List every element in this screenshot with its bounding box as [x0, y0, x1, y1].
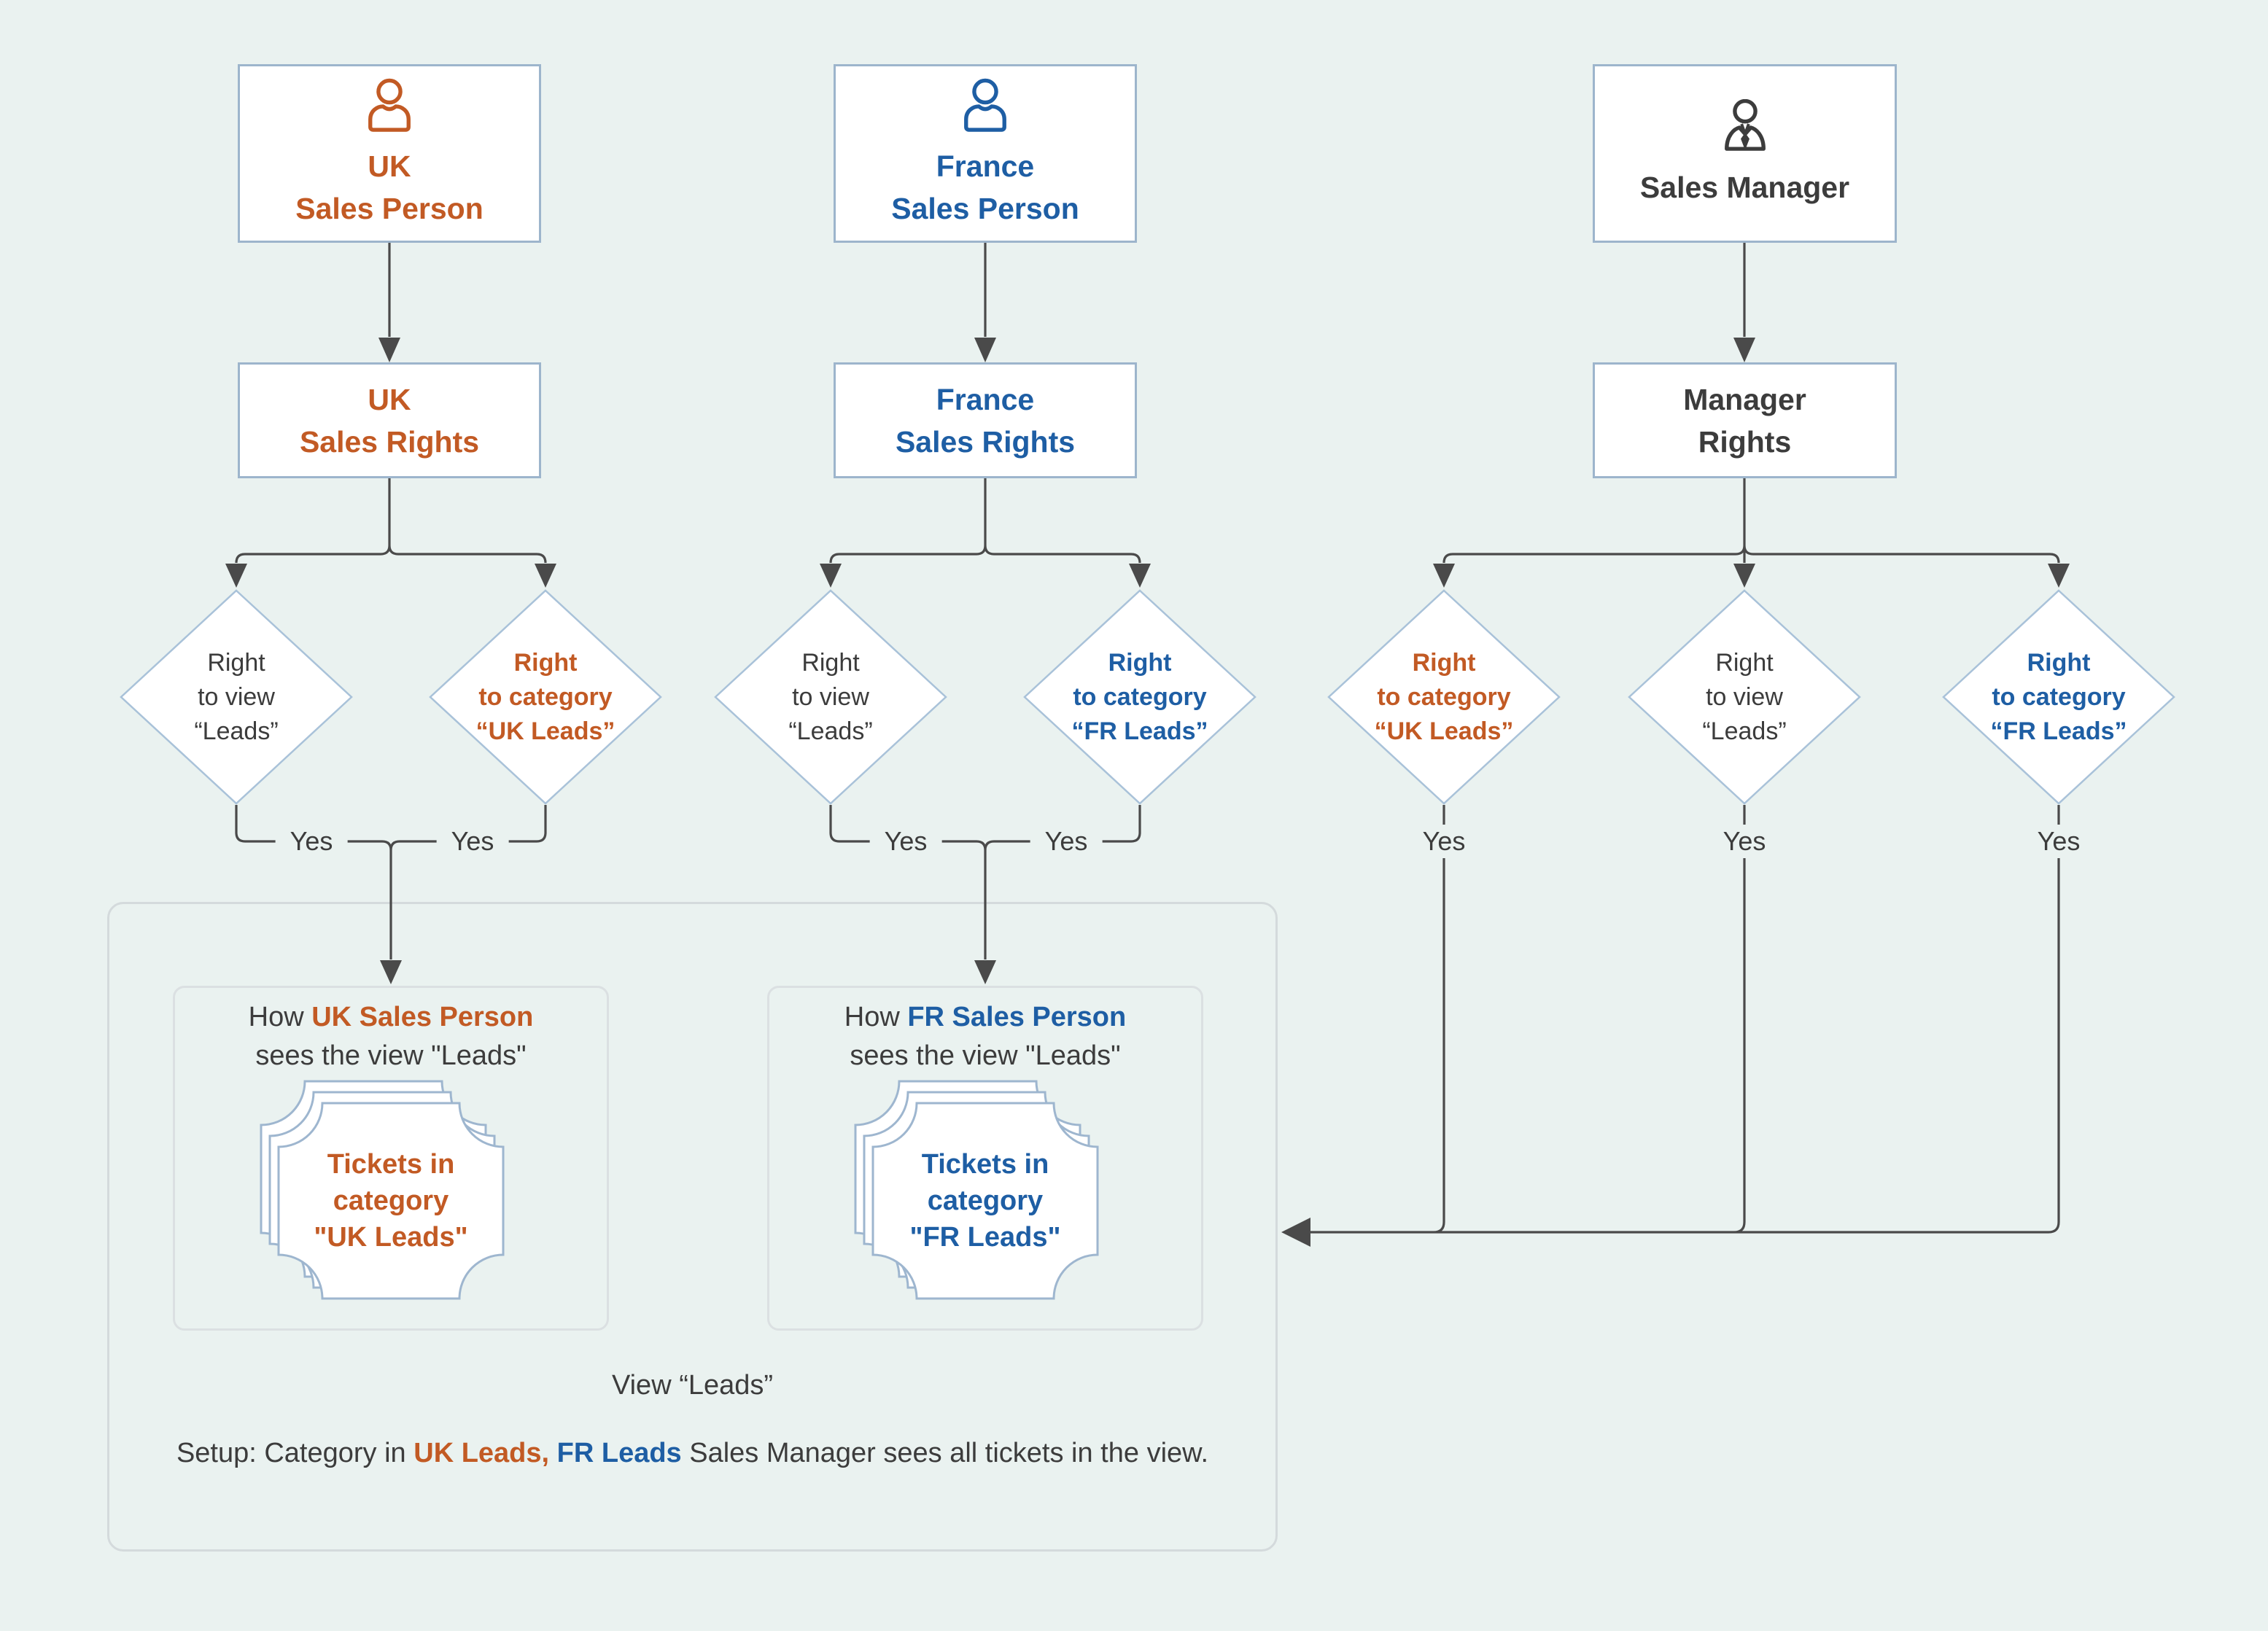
- yes-label: Yes: [1708, 825, 1781, 858]
- diamond-shape: [120, 589, 353, 805]
- node-label: France Sales Person: [891, 149, 1079, 225]
- yes-label: Yes: [2022, 825, 2095, 858]
- panel-title: View “Leads”: [611, 1370, 774, 1401]
- ticket-icon: [277, 1102, 505, 1300]
- uk-tickets-label: Tickets in category "UK Leads": [314, 1149, 468, 1253]
- node-label: Sales Manager: [1639, 170, 1850, 204]
- person-icon: [964, 78, 1006, 132]
- france-sales-rights-node: France Sales Rights: [834, 362, 1137, 478]
- diamond-shape: [1628, 589, 1861, 805]
- uk-view-box: How UK Sales Person sees the view "Leads…: [173, 986, 609, 1331]
- fr-view-box: How FR Sales Person sees the view "Leads…: [767, 986, 1203, 1331]
- fr-tickets-label: Tickets in category "FR Leads": [909, 1149, 1061, 1253]
- uk-ticket-stack: Tickets in category "UK Leads": [260, 1080, 505, 1300]
- node-label: France Sales Rights: [895, 382, 1076, 459]
- diamond-shape: [1327, 589, 1561, 805]
- decision-uk-right-to-category: Right to category “UK Leads”: [428, 588, 663, 806]
- fr-view-heading: How FR Sales Person sees the view "Leads…: [844, 1002, 1127, 1071]
- ticket-icon: [871, 1102, 1099, 1300]
- yes-label: Yes: [275, 825, 348, 858]
- decision-mgr-right-to-view: Right to view “Leads”: [1627, 588, 1862, 806]
- decision-mgr-right-to-category-uk: Right to category “UK Leads”: [1327, 588, 1561, 806]
- yes-label: Yes: [1407, 825, 1480, 858]
- view-leads-panel: [107, 902, 1278, 1552]
- yes-label: Yes: [1030, 825, 1103, 858]
- uk-sales-rights-node: UK Sales Rights: [238, 362, 541, 478]
- diamond-shape: [429, 589, 662, 805]
- decision-mgr-right-to-category-fr: Right to category “FR Leads”: [1941, 588, 2176, 806]
- uk-sales-person-node: UK Sales Person: [238, 64, 541, 243]
- sales-manager-node: Sales Manager: [1593, 64, 1897, 243]
- node-label: UK Sales Person: [295, 149, 483, 225]
- decision-fr-right-to-view: Right to view “Leads”: [713, 588, 948, 806]
- france-sales-person-node: France Sales Person: [834, 64, 1137, 243]
- node-label: UK Sales Rights: [299, 382, 480, 459]
- decision-fr-right-to-category: Right to category “FR Leads”: [1022, 588, 1257, 806]
- panel-setup-note: Setup: Category in UK Leads, FR Leads Sa…: [176, 1438, 1209, 1468]
- manager-rights-node: Manager Rights: [1593, 362, 1897, 478]
- fr-ticket-stack: Tickets in category "FR Leads": [854, 1080, 1099, 1300]
- diamond-shape: [1942, 589, 2175, 805]
- manager-person-icon: [1724, 98, 1766, 151]
- person-icon: [368, 78, 411, 132]
- uk-view-heading: How UK Sales Person sees the view "Leads…: [248, 1002, 534, 1071]
- diamond-shape: [1023, 589, 1257, 805]
- decision-uk-right-to-view: Right to view “Leads”: [119, 588, 354, 806]
- node-label: Manager Rights: [1683, 382, 1806, 459]
- yes-label: Yes: [436, 825, 509, 858]
- diamond-shape: [714, 589, 947, 805]
- yes-label: Yes: [869, 825, 942, 858]
